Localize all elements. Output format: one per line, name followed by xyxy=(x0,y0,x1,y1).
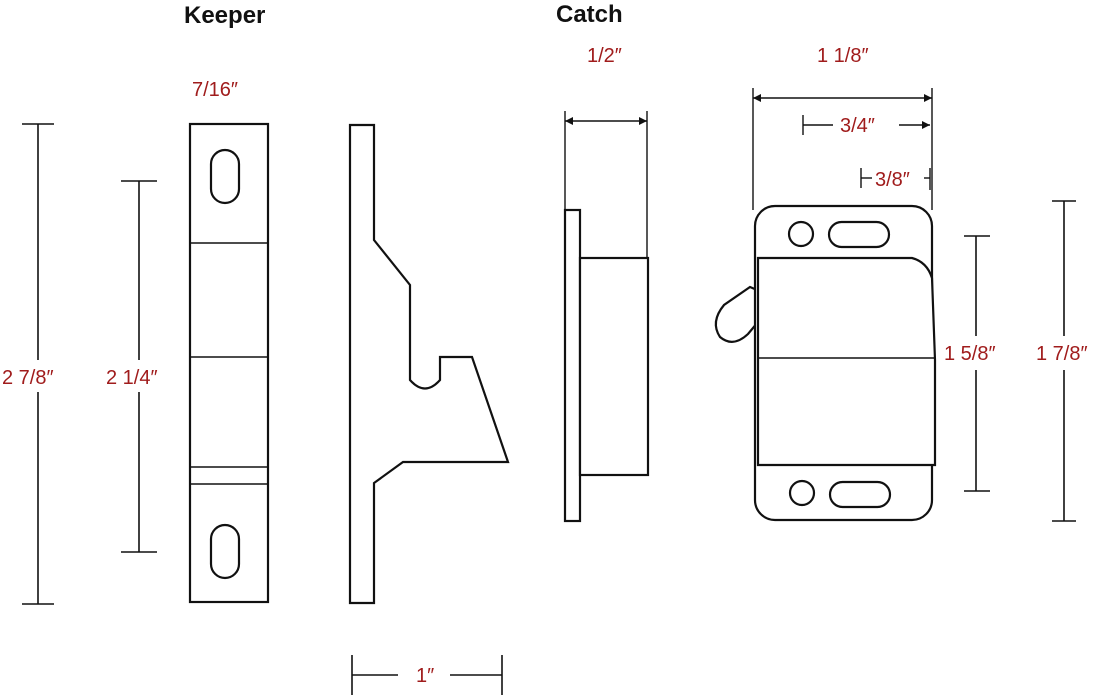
catch-offset-b-label: 3/8″ xyxy=(875,169,910,191)
keeper-depth-dimension xyxy=(351,655,503,695)
catch-total-height-label: 1 7/8″ xyxy=(1036,343,1088,365)
keeper-slot-bottom xyxy=(209,523,241,580)
keeper-title: Keeper xyxy=(184,2,265,29)
keeper-front-view xyxy=(188,122,270,604)
catch-roller-tab xyxy=(714,285,760,343)
catch-offset-a-label: 3/4″ xyxy=(840,115,875,137)
keeper-depth-label: 1″ xyxy=(416,665,434,687)
catch-depth-dimension xyxy=(564,111,648,258)
catch-front-view xyxy=(714,204,937,522)
catch-hole-bottom xyxy=(788,479,816,507)
catch-title: Catch xyxy=(556,1,623,28)
catch-width-dimension xyxy=(752,88,933,210)
keeper-hole-spacing-label: 2 1/4″ xyxy=(106,367,158,389)
catch-hole-top xyxy=(787,220,815,248)
catch-slot-top xyxy=(827,220,891,249)
catch-side-flange xyxy=(563,208,582,523)
catch-total-height-dimension xyxy=(1052,200,1076,522)
keeper-height-dimension xyxy=(22,123,54,605)
catch-body-height-label: 1 5/8″ xyxy=(944,343,996,365)
catch-depth-label: 1/2″ xyxy=(587,45,622,67)
catch-side-body xyxy=(578,256,650,477)
catch-offset-a-dimension xyxy=(802,115,930,135)
keeper-height-label: 2 7/8″ xyxy=(2,367,54,389)
catch-width-label: 1 1/8″ xyxy=(817,45,869,67)
catch-slot-bottom xyxy=(828,480,892,509)
keeper-slot-top xyxy=(209,148,241,205)
catch-side-view xyxy=(563,208,650,523)
catch-body-height-dimension xyxy=(964,235,990,492)
catch-offset-b-dimension xyxy=(860,168,931,190)
keeper-side-profile xyxy=(348,123,510,605)
keeper-width-label: 7/16″ xyxy=(192,79,238,101)
keeper-plate xyxy=(188,122,270,604)
catch-body xyxy=(756,256,937,467)
keeper-hole-spacing-dimension xyxy=(121,180,157,553)
